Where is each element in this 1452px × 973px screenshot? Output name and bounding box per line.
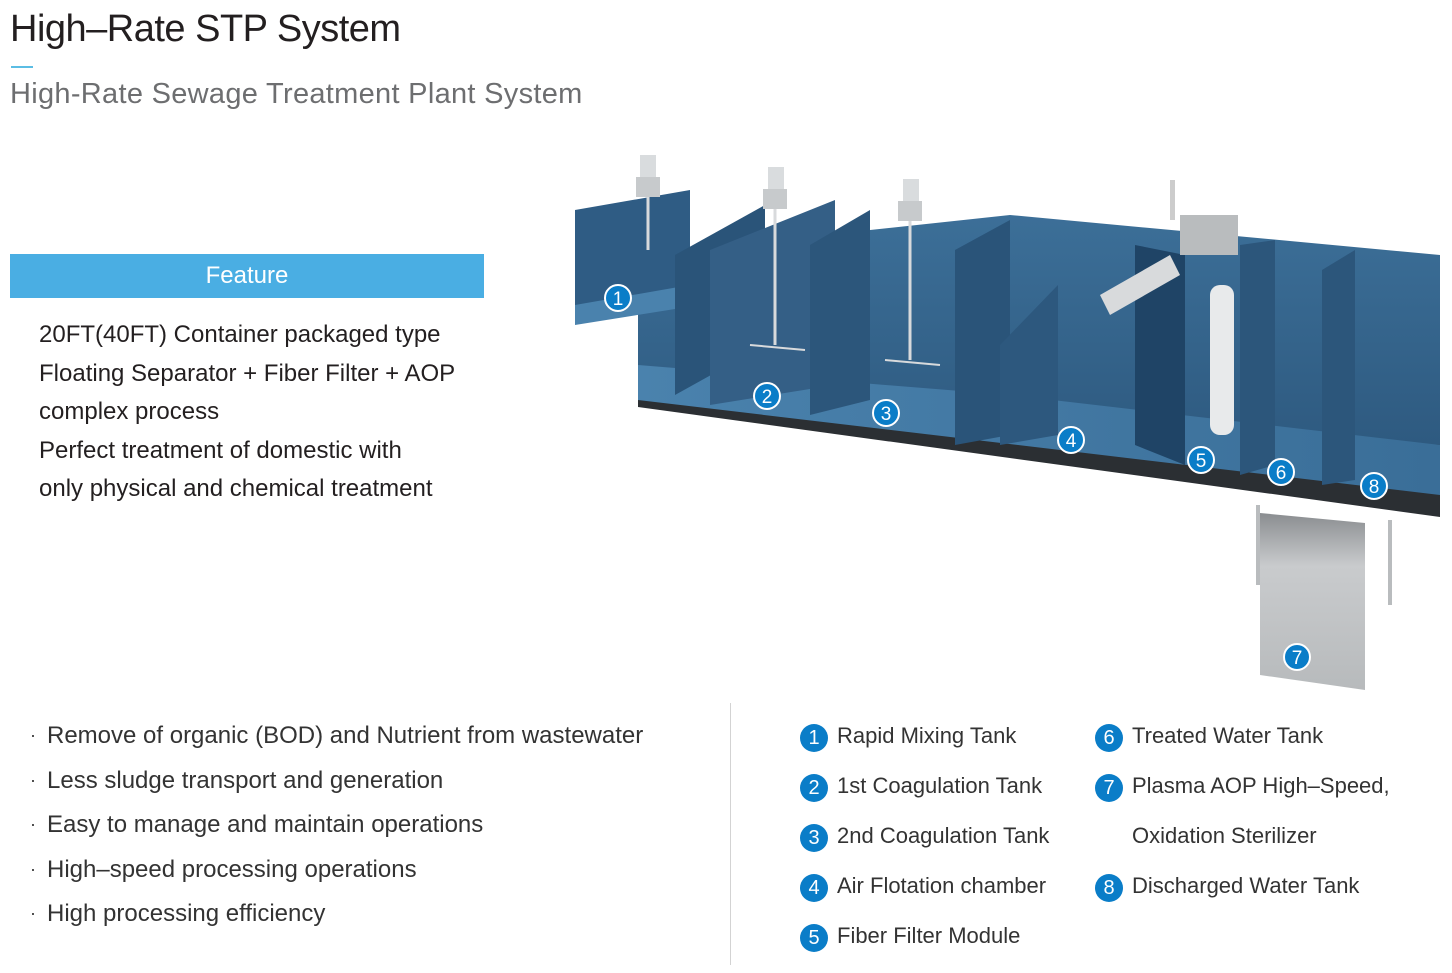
title-accent-line xyxy=(11,66,33,68)
number-badge-icon: 1 xyxy=(800,724,828,752)
svg-text:6: 6 xyxy=(1276,463,1287,484)
tank-1-wall xyxy=(575,190,690,315)
feature-description: 20FT(40FT) Container packaged type Float… xyxy=(39,316,455,509)
bullet-icon: · xyxy=(30,814,36,834)
feature-line: Perfect treatment of domestic with xyxy=(39,436,402,464)
divider-wall xyxy=(1135,245,1185,465)
diagram-marker-2: 2 xyxy=(753,382,781,410)
bullet-icon: · xyxy=(30,858,36,879)
number-badge-icon: 3 xyxy=(800,824,828,852)
page-title: High–Rate STP System xyxy=(10,8,401,50)
bullet-icon: · xyxy=(30,769,36,790)
divider-wall xyxy=(1000,285,1058,445)
tank-1-floor xyxy=(575,285,700,325)
feature-line: 20FT(40FT) Container packaged type xyxy=(39,321,441,348)
svg-text:1: 1 xyxy=(613,289,624,310)
number-badge-icon: 7 xyxy=(1095,774,1123,802)
svg-text:7: 7 xyxy=(1292,648,1303,669)
plasma-aop-unit xyxy=(1256,505,1392,690)
benefit-item: ·High–speed processing operations xyxy=(30,855,417,883)
svg-text:8: 8 xyxy=(1369,477,1380,498)
divider-wall xyxy=(955,220,1010,445)
feature-line: complex process xyxy=(39,398,220,426)
diagram-marker-6: 6 xyxy=(1267,458,1295,486)
svg-text:3: 3 xyxy=(881,404,892,425)
feature-line: Floating Separator + Fiber Filter + AOP xyxy=(39,359,456,387)
fiber-filter-module xyxy=(1100,180,1238,435)
number-badge-icon: 5 xyxy=(800,924,828,952)
diagram-marker-7: 7 xyxy=(1283,643,1311,671)
diagram-marker-1: 1 xyxy=(604,284,632,312)
diagram-marker-3: 3 xyxy=(872,399,900,427)
legend-item-continuation: Oxidation Sterilizer xyxy=(1132,823,1317,848)
number-badge-icon: 4 xyxy=(800,874,828,902)
benefits-list: ·Remove of organic (BOD) and Nutrient fr… xyxy=(30,722,643,945)
divider-wall xyxy=(810,210,870,415)
divider-wall xyxy=(1322,250,1355,485)
feature-heading-bar: Feature xyxy=(10,254,484,298)
mixer-1 xyxy=(636,155,660,250)
svg-text:5: 5 xyxy=(1196,451,1207,472)
feature-heading: Feature xyxy=(205,262,289,289)
bullet-icon: · xyxy=(30,725,36,745)
stp-system-diagram: 1 2 3 4 5 6 7 8 xyxy=(575,155,1440,690)
feature-line: only physical and chemical treatment xyxy=(39,475,433,503)
mixer-3 xyxy=(884,179,941,366)
svg-text:4: 4 xyxy=(1066,431,1077,452)
base-plate xyxy=(638,397,1440,517)
svg-text:2: 2 xyxy=(762,387,773,408)
divider-wall xyxy=(710,200,835,405)
number-badge-icon: 2 xyxy=(800,774,828,802)
divider-wall xyxy=(1240,240,1275,475)
benefit-item: ·Less sludge transport and generation xyxy=(30,766,444,794)
number-badge-icon: 6 xyxy=(1095,724,1123,752)
number-badge-icon: 8 xyxy=(1095,874,1123,902)
diagram-marker-8: 8 xyxy=(1360,472,1388,500)
benefit-item: ·High processing efficiency xyxy=(30,900,326,927)
page-subtitle: High-Rate Sewage Treatment Plant System xyxy=(10,78,583,110)
mixer-2 xyxy=(749,167,806,351)
diagram-marker-5: 5 xyxy=(1187,446,1215,474)
diagram-marker-4: 4 xyxy=(1057,426,1085,454)
benefit-item: ·Remove of organic (BOD) and Nutrient fr… xyxy=(30,722,644,749)
section-divider xyxy=(730,703,731,965)
benefit-item: ·Easy to manage and maintain operations xyxy=(30,811,484,838)
bullet-icon: · xyxy=(30,903,36,923)
